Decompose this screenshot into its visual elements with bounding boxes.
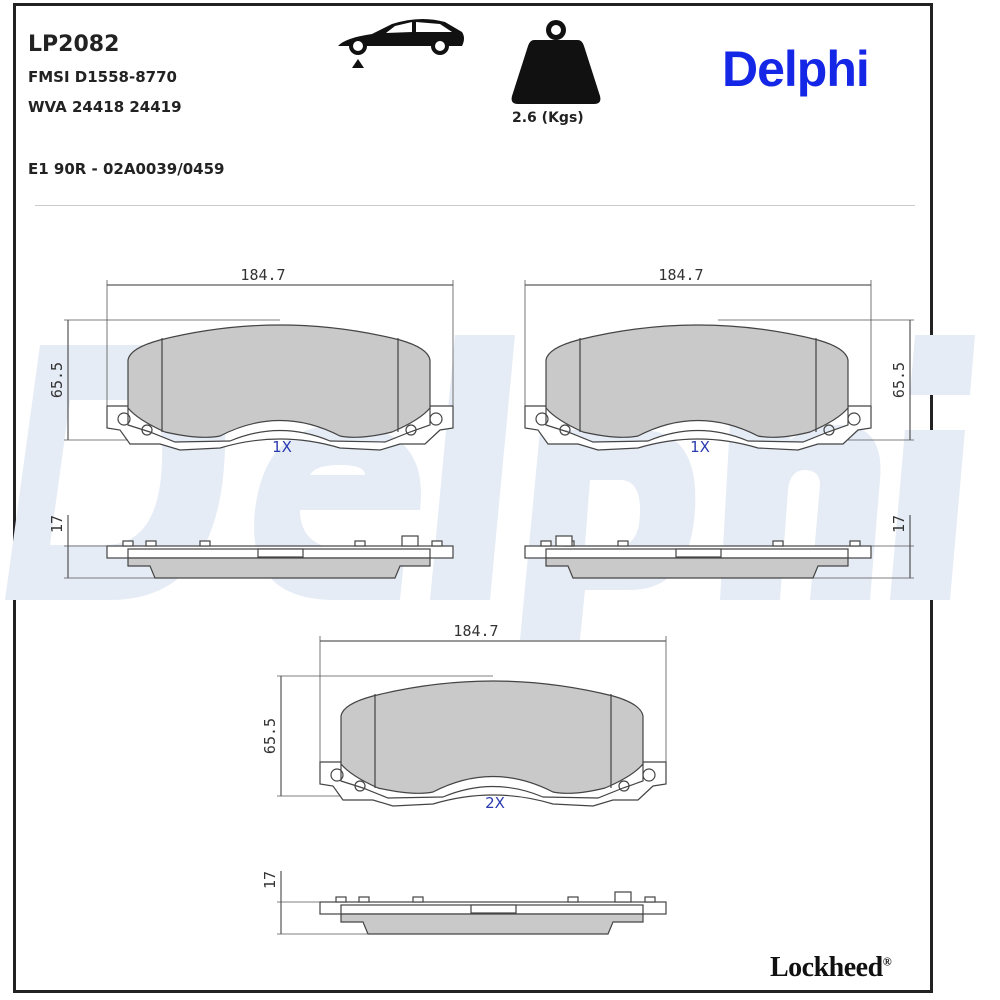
wva-numbers: WVA 24418 24419 [28,98,182,116]
brake-pad-drawing: 184.7 65.5 2X 17 [261,622,667,935]
friction-material [545,324,849,438]
backing-nub [644,896,656,903]
sensor-clip [401,535,419,547]
width-label: 184.7 [240,266,285,284]
mounting-hole [823,424,835,436]
lockheed-text: Lockheed [770,952,883,983]
thickness-label: 17 [48,515,66,533]
backing-nub [772,540,784,547]
backing-plate [106,405,454,451]
backing-nub [540,540,552,547]
height-label: 65.5 [48,362,66,398]
delphi-logo: Delphi [722,41,870,97]
side-friction-material [340,913,644,935]
backing-nub [849,540,861,547]
header-divider [35,205,915,206]
mounting-hole [618,780,630,792]
wear-indicator [470,904,517,914]
watermark-letter-p [520,430,696,640]
mounting-hole [535,412,549,426]
backing-nub [617,540,629,547]
approval-number: E1 90R - 02A0039/0459 [28,160,225,178]
thickness-label: 17 [261,871,279,889]
fmsi-number: FMSI D1558-8770 [28,68,177,86]
mounting-hole [117,412,131,426]
thickness-label: 17 [890,515,908,533]
backing-plate [524,405,872,451]
weight-icon [511,20,601,104]
friction-material [340,680,644,794]
mounting-hole [847,412,861,426]
height-label: 65.5 [261,718,279,754]
backing-nub [122,540,134,547]
quantity-label: 1X [272,438,292,456]
quantity-label: 1X [690,438,710,456]
backing-plate [319,761,667,807]
brake-pad-drawing: 184.7 65.5 1X 17 [48,266,454,579]
backing-nub [145,540,157,547]
backing-nub [335,896,347,903]
friction-material [127,324,431,438]
backing-nub [199,540,211,547]
mounting-hole [330,768,344,782]
quantity-label: 2X [485,794,505,812]
backing-nub [412,896,424,903]
sensor-clip [614,891,632,903]
width-label: 184.7 [658,266,703,284]
mounting-hole [141,424,153,436]
lockheed-logo: Lockheed® [770,952,892,984]
side-friction-material [127,557,431,579]
backing-nub [358,896,370,903]
side-friction-material [545,557,849,579]
sensor-clip [555,535,573,547]
part-number: LP2082 [28,32,120,57]
width-label: 184.7 [453,622,498,640]
wear-indicator [257,548,304,558]
weight-value: 2.6 (Kgs) [512,110,584,126]
registered-mark: ® [882,954,892,969]
brake-pad-drawing: 184.7 65.5 1X 17 [524,266,914,579]
backing-nub [431,540,443,547]
backing-nub [567,896,579,903]
watermark-letter-l [430,335,515,600]
mounting-hole [405,424,417,436]
mounting-hole [642,768,656,782]
mounting-hole [354,780,366,792]
height-label: 65.5 [890,362,908,398]
watermark-letter-i [890,335,975,600]
mounting-hole [429,412,443,426]
car-front-axle-icon [338,18,464,68]
mounting-hole [559,424,571,436]
backing-nub [354,540,366,547]
wear-indicator [675,548,722,558]
